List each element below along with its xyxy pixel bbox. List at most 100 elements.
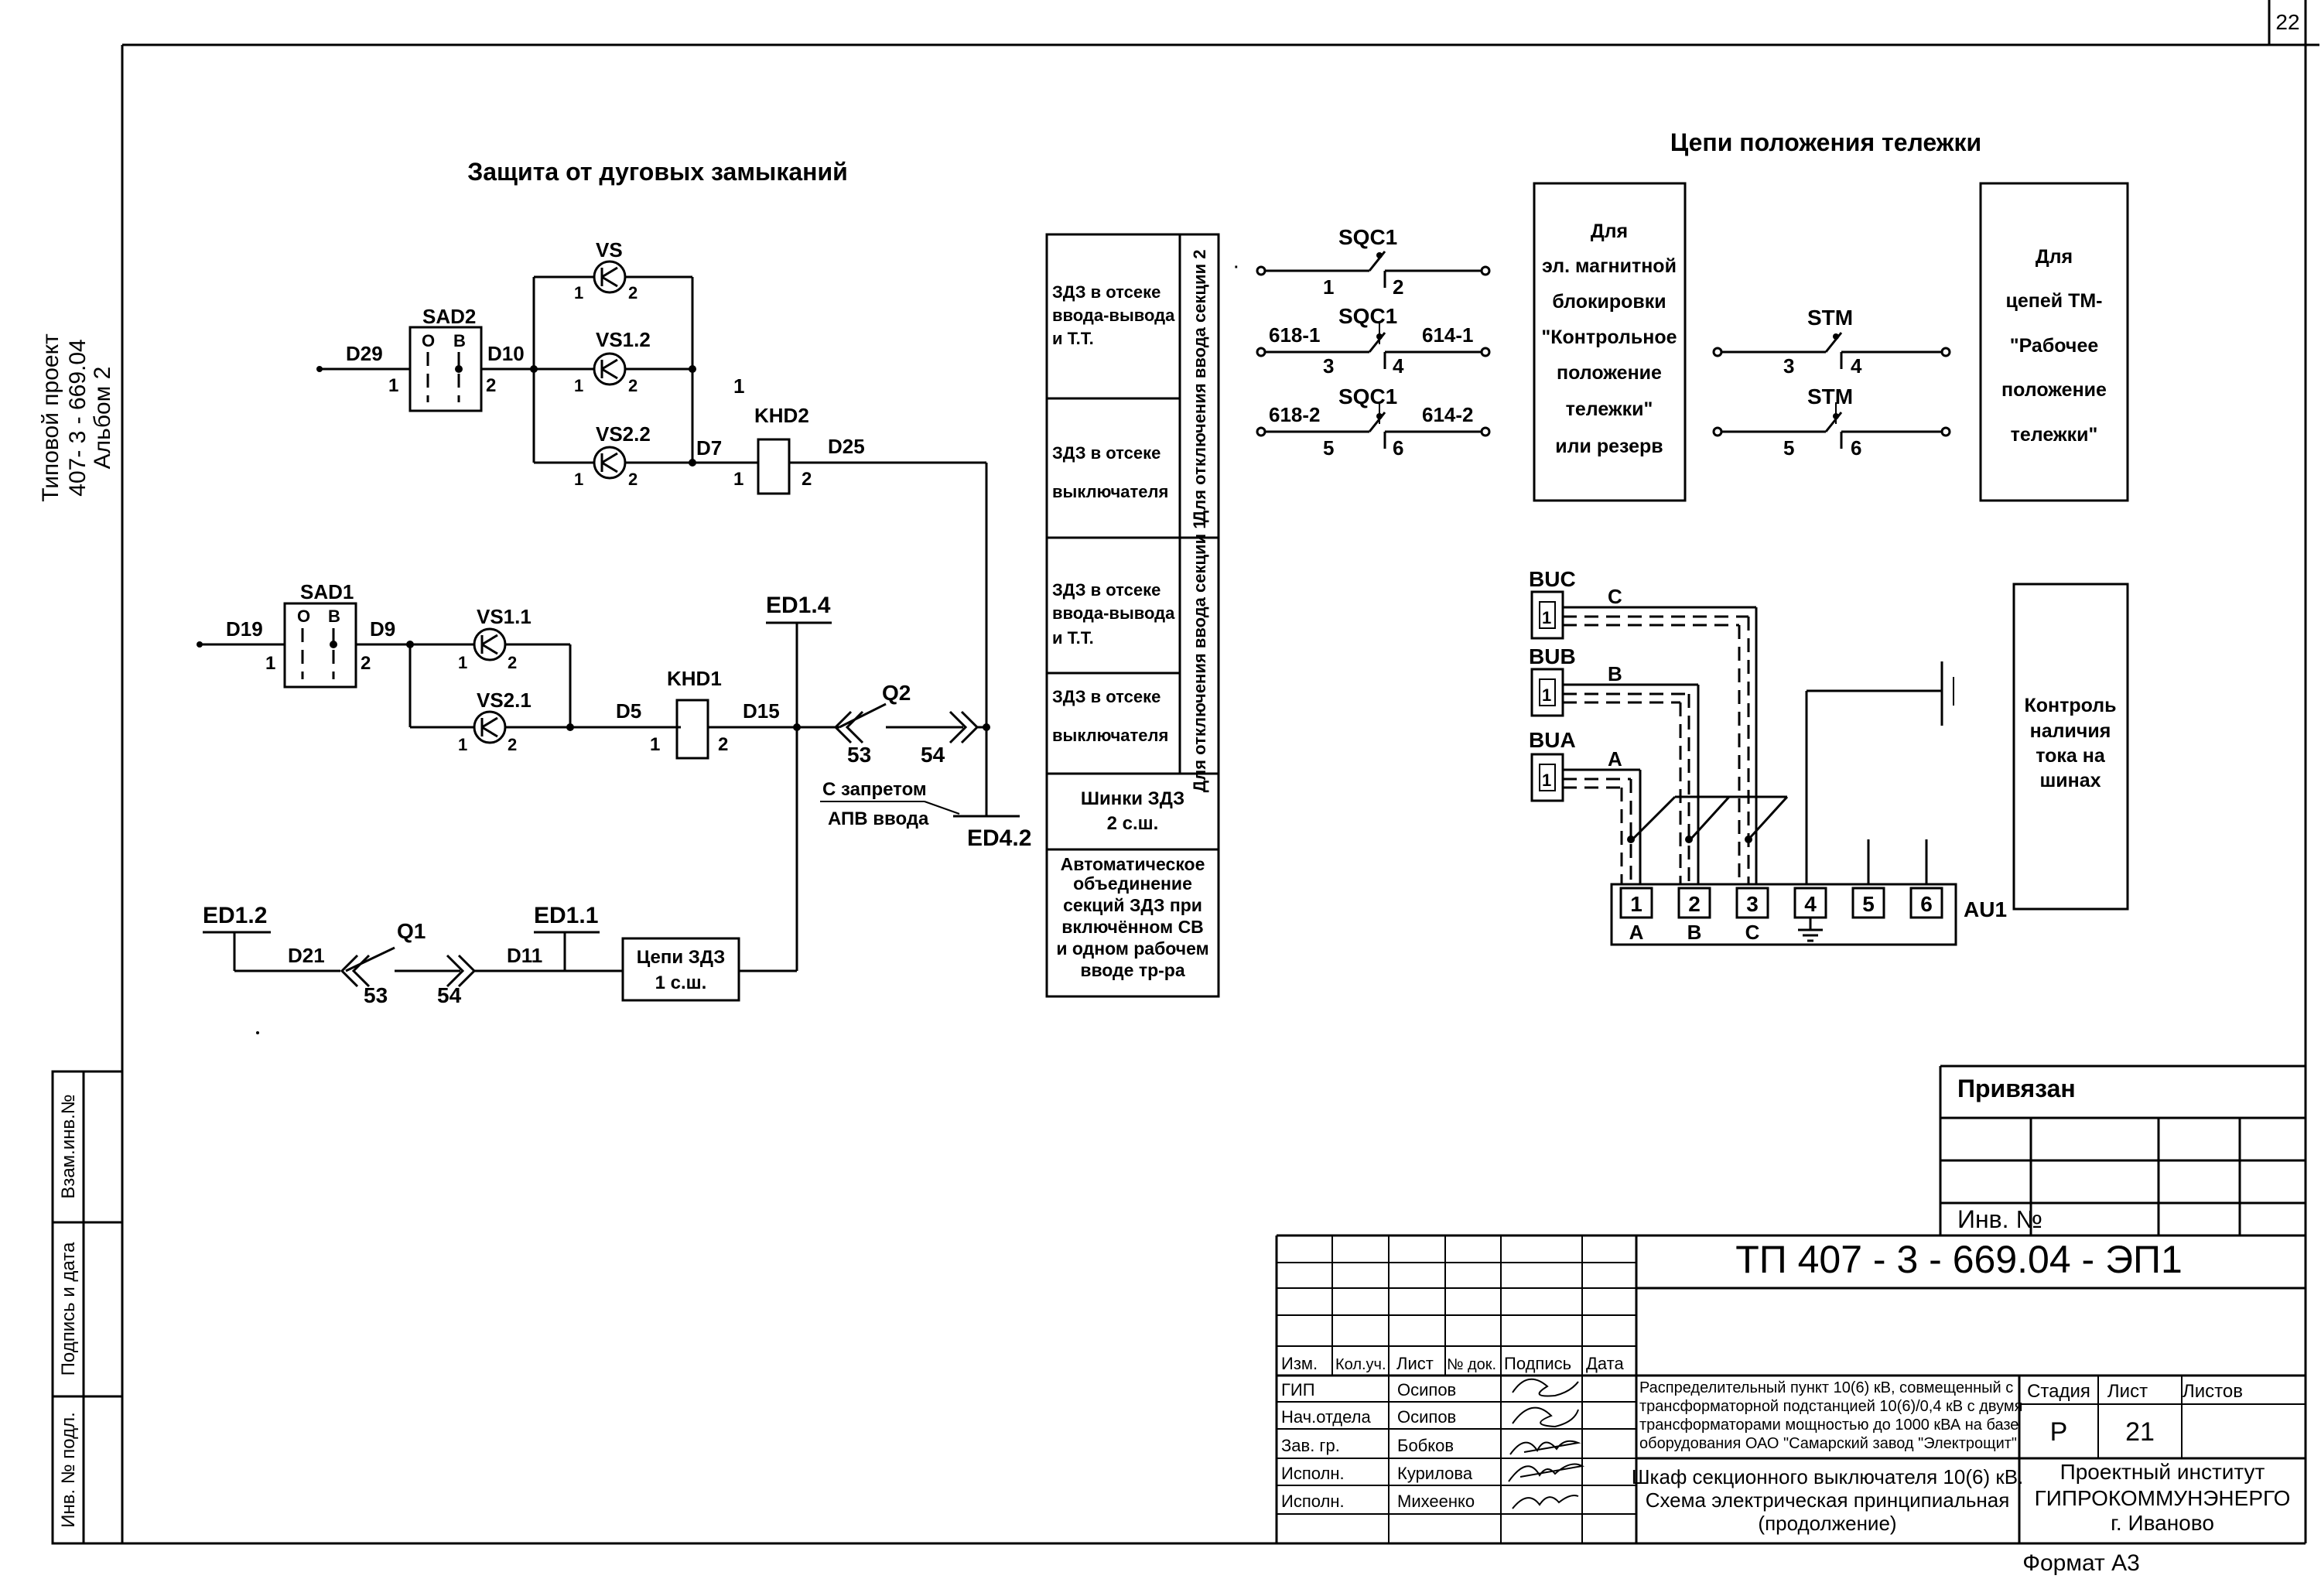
connector-Q1-plug [446,954,465,988]
institute-line2: ГИПРОКОММУНЭНЕРГО [2035,1486,2291,1510]
box1-line2: эл. магнитной [1542,255,1677,277]
stray-mark: · [1234,259,1239,276]
zdz-cell1-line1: ЗДЗ в отсеке [1052,282,1160,302]
drawing-frame: 22 [121,0,2319,1545]
pin-4: 4 [1851,354,1862,378]
label-ED1.2: ED1.2 [203,903,267,928]
col-kol-uch: Кол.уч. [1335,1356,1386,1373]
pin-54: 54 [437,983,462,1007]
box1-line4: "Контрольное [1541,326,1677,348]
zdz-cell1-line3: и Т.Т. [1052,329,1094,348]
relay-KHD2 [757,438,791,495]
zdz-1sh-line2: 1 с.ш. [655,972,707,993]
phase-A-label: A [1608,747,1622,771]
project-label-2: 407- 3 - 669.04 [65,339,91,496]
label-VS2.2: VS2.2 [596,422,651,446]
pin-1: 1 [458,653,467,672]
desc-line3: трансформаторами мощностью до 1000 кВА н… [1639,1417,2018,1434]
role-ispoln-1: Исполн. [1281,1464,1345,1483]
label-SAD2: SAD2 [422,305,476,328]
page-number: 22 [2275,10,2299,34]
pin-1: 1 [1323,275,1334,299]
label-VS2.1: VS2.1 [477,689,532,712]
sensor-VS2.2 [593,446,627,480]
pin-2: 2 [628,283,638,302]
box1-line6: тележки" [1566,398,1653,420]
au1-term-5: 5 [1862,892,1875,916]
zdz-cell2-line1: ЗДЗ в отсеке [1052,443,1160,463]
trolley-stm-contacts: STM 3 4 STM 5 6 [1712,306,1951,460]
relay-KHD1 [675,699,709,760]
pin-3: 3 [1323,354,1334,378]
pin-1: 1 [574,376,583,395]
ct-pin-1: 1 [1542,685,1551,705]
institute-line3: г. Иваново [2111,1511,2214,1535]
switch-SAD2 [408,326,483,412]
label-SQC1: SQC1 [1338,384,1397,408]
phase-B-label: B [1608,662,1622,685]
current-transformers: 1 BUC C 1 BUB B 1 BUA A [1529,567,1954,884]
col-data: Дата [1586,1354,1624,1373]
label-D5: D5 [616,699,641,723]
side-inv-podl: Инв. № подл. [58,1412,79,1528]
sheet-title-line2: Схема электрическая принципиальная [1646,1488,2010,1512]
block-zdz-1sh [621,937,740,1002]
pin-1: 1 [574,283,583,302]
phase-C-label: C [1608,585,1622,608]
pin-4: 4 [1393,354,1404,378]
pin-1: 1 [574,470,583,489]
pin-6: 6 [1393,436,1403,460]
side-project-labels: Типовой проект 407- 3 - 669.04 Альбом 2 … [38,333,124,1545]
list-label: Лист [2107,1381,2148,1402]
au1-phase-A: A [1629,921,1644,944]
col-no-dok: № док. [1447,1356,1496,1373]
privyazan-label: Привязан [1957,1075,2076,1102]
ct-pin-1: 1 [1542,771,1551,790]
label-614-2: 614-2 [1422,403,1474,426]
role-zav-gr: Зав. гр. [1281,1436,1340,1455]
au1-term-2: 2 [1688,892,1701,916]
au1-term-4: 4 [1804,892,1817,916]
switch-SAD1 [283,602,357,689]
label-Q1: Q1 [397,919,426,943]
zdz-auto-line5: и одном рабочем [1056,938,1208,959]
arc-protection-title: Защита от дуговых замыканий [467,158,848,186]
note-zapret-2: АПВ ввода [828,808,929,829]
desc-line1: Распределительный пункт 10(6) кВ, совмещ… [1639,1379,2013,1396]
current-control-box: Контроль наличия тока на шинах [2012,583,2129,911]
role-nach-otdela: Нач.отдела [1281,1407,1371,1427]
project-label-1: Типовой проект [38,333,63,502]
ctrl-line3: тока на [2036,745,2106,767]
pin-1: 1 [733,469,743,490]
sensor-VS [593,260,627,294]
role-gip: ГИП [1281,1380,1315,1399]
label-SQC1: SQC1 [1338,304,1397,328]
label-SQC1: SQC1 [1338,225,1397,249]
sad2-B: B [453,331,466,350]
label-618-1: 618-1 [1269,323,1321,347]
sensor-VS1.1 [473,627,507,661]
pin-53: 53 [364,983,388,1007]
label-D15: D15 [743,699,780,723]
zdz-auto-line6: вводе тр-ра [1080,960,1185,980]
box2-line1: Для [2036,246,2073,268]
box1-line3: блокировки [1552,291,1666,313]
arc-scheme-section1: D19 1 SAD1 O B 2 D9 VS1.1 1 2 VS2.1 1 2 … [197,580,990,971]
project-label-3: Альбом 2 [90,367,115,470]
ctrl-line4: шинах [2039,770,2101,791]
label-AU1: AU1 [1964,897,2007,921]
label-D11: D11 [507,944,542,967]
listov-label: Листов [2183,1381,2243,1402]
sad1-B: B [328,607,340,626]
pin-6: 6 [1851,436,1861,460]
box2-line3: "Рабочее [2010,335,2099,357]
zdz-cell1-line2: ввода-вывода [1052,306,1175,325]
label-STM: STM [1807,306,1853,330]
zdz-cell3-line2: ввода-вывода [1052,603,1175,623]
zdz-1sh-line1: Цепи ЗДЗ [637,947,726,968]
zdz-cell3-line1: ЗДЗ в отсеке [1052,580,1160,600]
format-label: Формат А3 [2022,1550,2140,1576]
label-D29: D29 [346,342,383,365]
zdz-cell4-line1: ЗДЗ в отсеке [1052,687,1160,706]
